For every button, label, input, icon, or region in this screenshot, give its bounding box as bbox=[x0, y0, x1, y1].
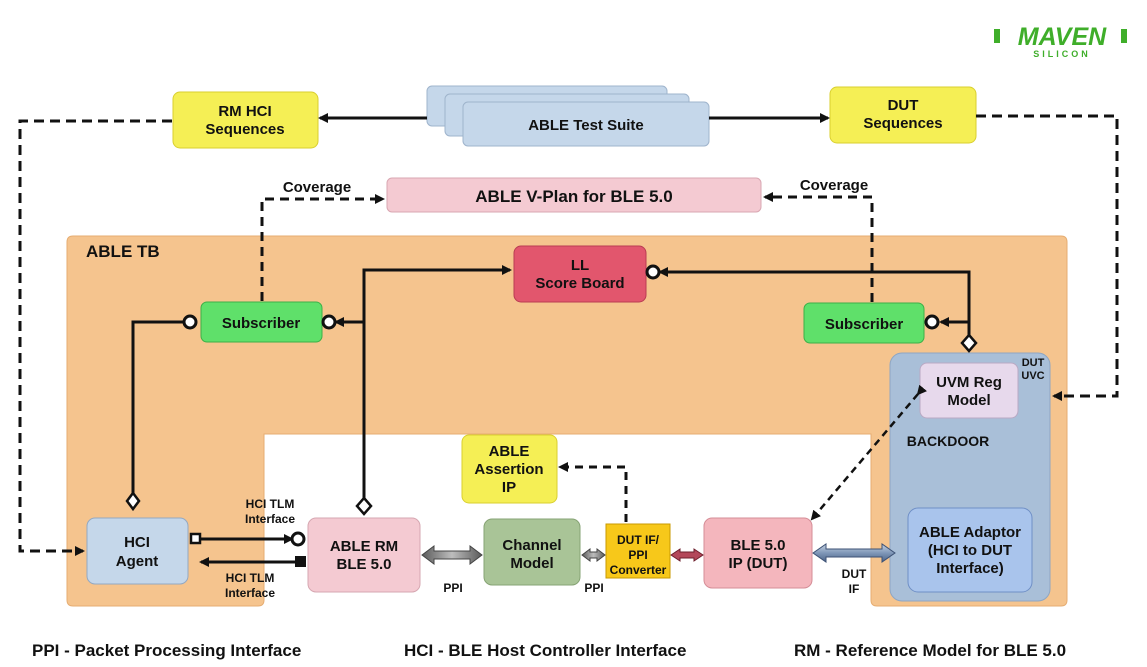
hci-agent-line1: HCI bbox=[124, 534, 150, 551]
backdoor-label: BACKDOOR bbox=[907, 433, 989, 449]
vplan-box bbox=[386, 177, 762, 213]
logo-sub: SILICON bbox=[1033, 49, 1091, 59]
assertion-ip-box bbox=[461, 434, 558, 504]
uvm-reg-line1: UVM Reg bbox=[936, 374, 1002, 391]
channel-line1: Channel bbox=[502, 537, 561, 554]
ppi-left-label: PPI bbox=[443, 581, 462, 595]
coverage-right-label: Coverage bbox=[800, 177, 868, 194]
coverage-right-dashed bbox=[763, 192, 874, 302]
hci-agent-box bbox=[86, 517, 189, 585]
converter-line3: Converter bbox=[610, 563, 667, 577]
hci-tlm-top-line1: HCI TLM bbox=[246, 497, 295, 511]
dutif-arrow-converter-ip bbox=[670, 548, 704, 562]
legend-ppi: PPI - Packet Processing Interface bbox=[32, 641, 301, 660]
hci-tlm-bottom-line1: HCI TLM bbox=[226, 571, 275, 585]
dut-uvc-line1: DUT bbox=[1022, 357, 1045, 369]
dut-to-scoreboard-and-subscriber bbox=[658, 267, 971, 336]
logo-name: MAVEN bbox=[1018, 23, 1107, 51]
rm-hci-seq-line1: RM HCI bbox=[218, 103, 271, 120]
scoreboard-line2: Score Board bbox=[535, 275, 624, 292]
legend-rm: RM - Reference Model for BLE 5.0 bbox=[794, 641, 1066, 660]
assertion-line1: ABLE bbox=[489, 443, 530, 460]
subscriber-right-label: Subscriber bbox=[825, 316, 904, 333]
able-adaptor-box bbox=[907, 507, 1033, 593]
backdoor-dashed-arrow bbox=[810, 384, 927, 521]
hci-agent-line2: Agent bbox=[116, 553, 159, 570]
converter-line1: DUT IF/ bbox=[617, 533, 660, 547]
able-rm-box bbox=[307, 517, 421, 593]
ppi-arrow-rm-channel bbox=[421, 545, 483, 565]
ble-ip-line1: BLE 5.0 bbox=[730, 537, 785, 554]
converter-box bbox=[605, 523, 671, 579]
subscriber-left-label: Subscriber bbox=[222, 315, 301, 332]
hci-tlm-bottom-line2: Interface bbox=[225, 586, 275, 600]
coverage-left-dashed bbox=[260, 194, 385, 301]
dut-if-line1: DUT bbox=[842, 567, 867, 581]
dut-seq-to-uvc-dashed bbox=[976, 114, 1119, 401]
ble-ip-box bbox=[703, 517, 813, 589]
hci-agent-to-subscriber bbox=[131, 320, 183, 500]
rm-hci-sequences-box bbox=[172, 91, 319, 149]
ble-ip-line2: IP (DUT) bbox=[729, 555, 788, 572]
ll-scoreboard-box bbox=[513, 245, 647, 303]
adaptor-line3: Interface) bbox=[936, 560, 1004, 577]
able-test-suite-box bbox=[462, 101, 710, 147]
rm-seq-to-hci-agent-dashed bbox=[18, 119, 172, 556]
assertion-line3: IP bbox=[502, 479, 516, 496]
scoreboard-line1: LL bbox=[571, 257, 589, 274]
dut-uvc-line2: UVC bbox=[1021, 370, 1044, 382]
channel-line2: Model bbox=[510, 555, 553, 572]
maven-silicon-logo: MAVEN SILICON bbox=[994, 23, 1127, 59]
rm-to-scoreboard-and-subscriber bbox=[362, 265, 512, 498]
dut-seq-line1: DUT bbox=[888, 97, 919, 114]
hci-tlm-top-line2: Interface bbox=[245, 512, 295, 526]
dut-seq-line2: Sequences bbox=[863, 115, 942, 132]
uvm-reg-line2: Model bbox=[947, 392, 990, 409]
converter-line2: PPI bbox=[628, 548, 647, 562]
able-rm-line1: ABLE RM bbox=[330, 538, 398, 555]
assertion-line2: Assertion bbox=[474, 461, 543, 478]
able-tb-label: ABLE TB bbox=[86, 242, 160, 261]
ppi-right-label: PPI bbox=[584, 581, 603, 595]
subscriber-right-box bbox=[803, 302, 925, 344]
legend-hci: HCI - BLE Host Controller Interface bbox=[404, 641, 686, 660]
dut-if-line2: IF bbox=[849, 582, 860, 596]
adaptor-line2: (HCI to DUT bbox=[928, 542, 1012, 559]
test-suite-label: ABLE Test Suite bbox=[528, 117, 644, 134]
dutif-arrow-ip-adaptor bbox=[812, 543, 896, 563]
rm-hci-seq-line2: Sequences bbox=[205, 121, 284, 138]
ppi-arrow-channel-converter bbox=[581, 548, 606, 562]
coverage-left-label: Coverage bbox=[283, 179, 351, 196]
channel-model-box bbox=[483, 518, 581, 586]
adaptor-line1: ABLE Adaptor bbox=[919, 524, 1021, 541]
vplan-label: ABLE V-Plan for BLE 5.0 bbox=[475, 187, 672, 206]
converter-to-assertion-dashed bbox=[558, 462, 628, 522]
able-rm-line2: BLE 5.0 bbox=[336, 556, 391, 573]
